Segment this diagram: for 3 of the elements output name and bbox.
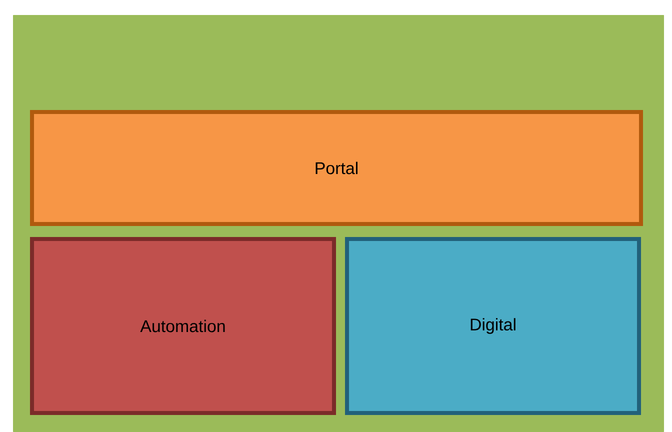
module-box: Automation [30,237,336,415]
module-box: Digital [345,237,641,415]
portal-box: Portal [30,110,643,226]
